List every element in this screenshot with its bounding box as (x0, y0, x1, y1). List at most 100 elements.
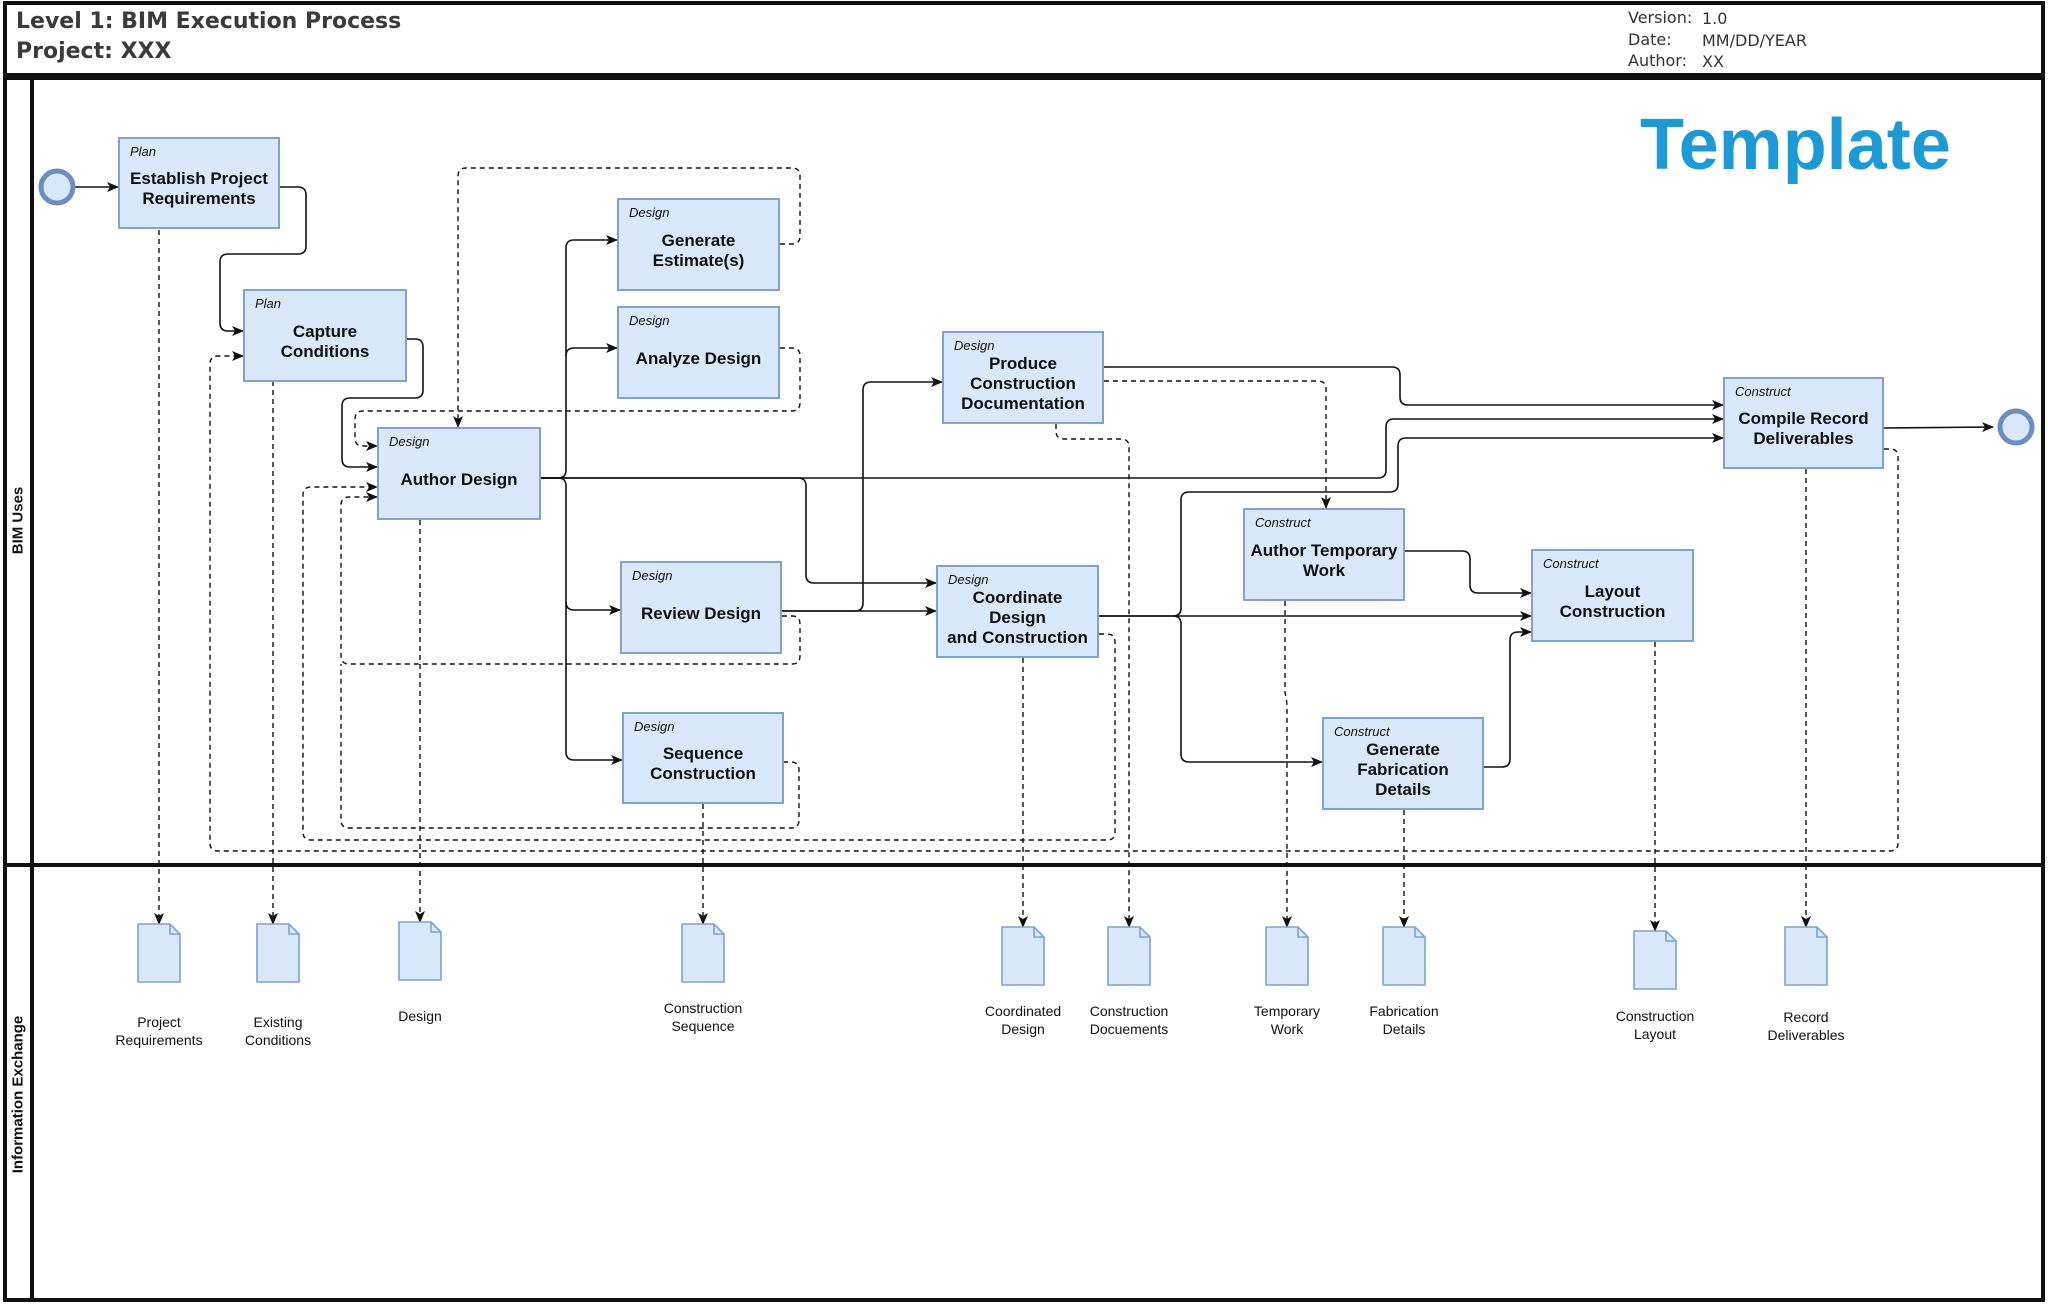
document-label-line: Construction (1089, 1003, 1169, 1019)
flow-fabrication-to-layout (1484, 627, 1532, 768)
document-label-line: Conditions (244, 1032, 312, 1048)
feedback-sequence-to-author (340, 664, 800, 829)
process-category: Design (632, 568, 673, 583)
flow-author-to-estimate (541, 235, 618, 479)
document-label-line: Record (1783, 1009, 1829, 1025)
author-label: Author: (1628, 51, 1687, 70)
pool-frame (3, 76, 2045, 1302)
process-title: Analyze Design (635, 348, 762, 368)
document-fold-icon (430, 922, 441, 933)
process-category: Design (389, 434, 430, 449)
document-label-line: Fabrication (1369, 1003, 1439, 1019)
process-category: Design (629, 205, 670, 220)
flow-produce-to-temporary (1104, 380, 1331, 509)
document-label-line: Docuements (1089, 1021, 1169, 1037)
template-watermark: Template (1640, 105, 1951, 185)
flow-temporary-to-layout (1405, 550, 1532, 598)
author-value: XX (1702, 52, 1724, 71)
document-fold-icon (1033, 927, 1044, 938)
document-label-design: Design (350, 1007, 490, 1025)
process-category: Construct (1735, 384, 1791, 399)
document-icon-design (398, 921, 442, 981)
document-icon-temporary-work (1265, 926, 1309, 986)
version-value: 1.0 (1702, 9, 1728, 28)
project-title: Project: XXX (16, 39, 172, 64)
document-fold-icon (1665, 931, 1676, 942)
process-category: Design (629, 313, 670, 328)
flow-produce-to-record (1104, 366, 1724, 410)
process-category: Design (634, 719, 675, 734)
document-label-line: Details (1382, 1021, 1426, 1037)
header-frame (3, 1, 2045, 77)
document-label-line: Coordinated (984, 1003, 1062, 1019)
output-produce (1055, 424, 1134, 928)
document-icon-coordinated-design (1001, 926, 1045, 986)
document-icon-fabrication-details (1382, 926, 1426, 986)
document-label-line: Existing (253, 1014, 303, 1030)
diagram-title: Level 1: BIM Execution Process (16, 9, 402, 34)
flow-coordinate-to-fabrication (1172, 615, 1323, 767)
document-icon-existing-conditions (256, 923, 300, 983)
end-event (1997, 408, 2035, 446)
document-label-line: Deliverables (1767, 1027, 1845, 1043)
flow-coordinate-to-record (1099, 433, 1724, 617)
process-review-design[interactable]: Design Review Design (620, 561, 782, 654)
flow-record-to-end (1883, 422, 1994, 433)
feedback-coordinate-to-author (302, 482, 1116, 841)
process-analyze-design[interactable]: Design Analyze Design (617, 306, 780, 399)
process-category: Construct (1334, 724, 1390, 739)
lane-label-information-exchange: Information Exchange (9, 1015, 27, 1174)
document-label-line: Design (1001, 1021, 1045, 1037)
document-fold-icon (169, 924, 180, 935)
process-title: Author Design (400, 469, 518, 489)
process-category: Design (954, 338, 995, 353)
document-fold-icon (1297, 927, 1308, 938)
document-label-line: Sequence (671, 1018, 735, 1034)
document-fold-icon (1139, 927, 1150, 938)
process-author-design[interactable]: Design Author Design (377, 427, 541, 520)
output-temporary (1282, 601, 1292, 928)
flow-author-to-analyze (565, 343, 618, 357)
document-fold-icon (713, 924, 724, 935)
feedback-record-to-capture (209, 351, 1899, 852)
document-label-line: Construction (663, 1000, 743, 1016)
flow-establish-to-capture (219, 186, 307, 336)
date-label: Date: (1628, 30, 1672, 49)
document-fold-icon (288, 924, 299, 935)
process-title: Capture Conditions (280, 321, 370, 361)
document-label-line: Design (398, 1008, 442, 1024)
lane-label-bim-uses: BIM Uses (9, 486, 27, 555)
process-title: Review Design (641, 603, 761, 623)
document-icon-construction-documents (1107, 926, 1151, 986)
document-label-line: Requirements (115, 1032, 203, 1048)
process-category: Design (948, 572, 989, 587)
feedback-estimate-to-author (453, 167, 801, 428)
process-category: Construct (1255, 515, 1311, 530)
process-capture-conditions[interactable]: Plan Capture Conditions (243, 289, 407, 382)
document-fold-icon (1816, 927, 1827, 938)
process-category: Plan (130, 144, 157, 159)
